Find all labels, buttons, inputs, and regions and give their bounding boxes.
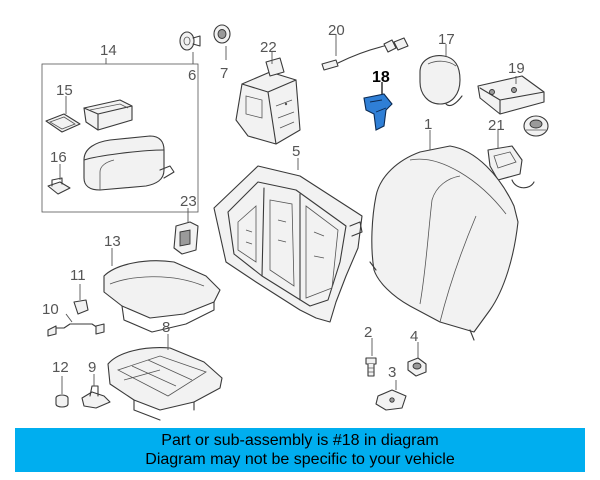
part-1-seatback-cushion [369,130,519,341]
part-18-bracket [363,82,393,131]
callout-7: 7 [220,65,228,82]
part-13-cushion-cover [103,248,221,333]
part-16-latch [47,164,71,195]
callout-18: 18 [372,69,390,86]
callout-15: 15 [56,82,73,99]
callout-3: 3 [388,364,396,381]
part-14-group: 14 15 16 [41,42,199,213]
callout-9: 9 [88,359,96,376]
callout-1: 1 [424,116,432,133]
callout-13: 13 [104,233,121,250]
part-2-stud [365,338,377,377]
callout-5: 5 [292,143,300,160]
callout-4: 4 [410,328,418,345]
part-21-clip [487,130,535,189]
part-3-bracket [375,380,407,411]
callout-8: 8 [162,319,170,336]
part-10-harness [47,313,105,337]
callout-21: 21 [488,117,505,134]
part-20-cable [321,34,409,71]
callout-16: 16 [50,149,67,166]
part-8-cushion-frame [107,334,223,421]
part-22-housing [235,52,301,145]
callout-14: 14 [100,42,117,59]
info-banner: Part or sub-assembly is #18 in diagram D… [15,428,585,472]
part-15-cover [45,96,81,133]
callout-2: 2 [364,324,372,341]
part-5-seatback-frame [213,158,363,323]
callout-17: 17 [438,31,455,48]
storage-tray [83,99,133,131]
part-19-latch [477,75,549,137]
parts-diagram: 14 15 16 [41,22,549,421]
part-4-nut [407,342,427,377]
part-7-grommet [213,24,231,60]
part-11-clip [73,284,89,315]
banner-line-2: Diagram may not be specific to your vehi… [145,451,455,468]
part-9-latch [81,374,111,409]
part-12-bolt [55,376,69,408]
callout-6: 6 [188,67,196,84]
part-17-headrest [419,44,463,107]
armrest [83,135,175,191]
part-23-bracket [173,208,199,255]
callout-12: 12 [52,359,69,376]
callout-11: 11 [70,267,86,284]
callout-19: 19 [508,60,525,77]
callout-23: 23 [180,193,197,210]
part-6-grommet [179,31,201,64]
callout-22: 22 [260,39,277,56]
callout-10: 10 [42,301,59,318]
banner-line-1: Part or sub-assembly is #18 in diagram [161,432,439,449]
callout-20: 20 [328,22,345,39]
